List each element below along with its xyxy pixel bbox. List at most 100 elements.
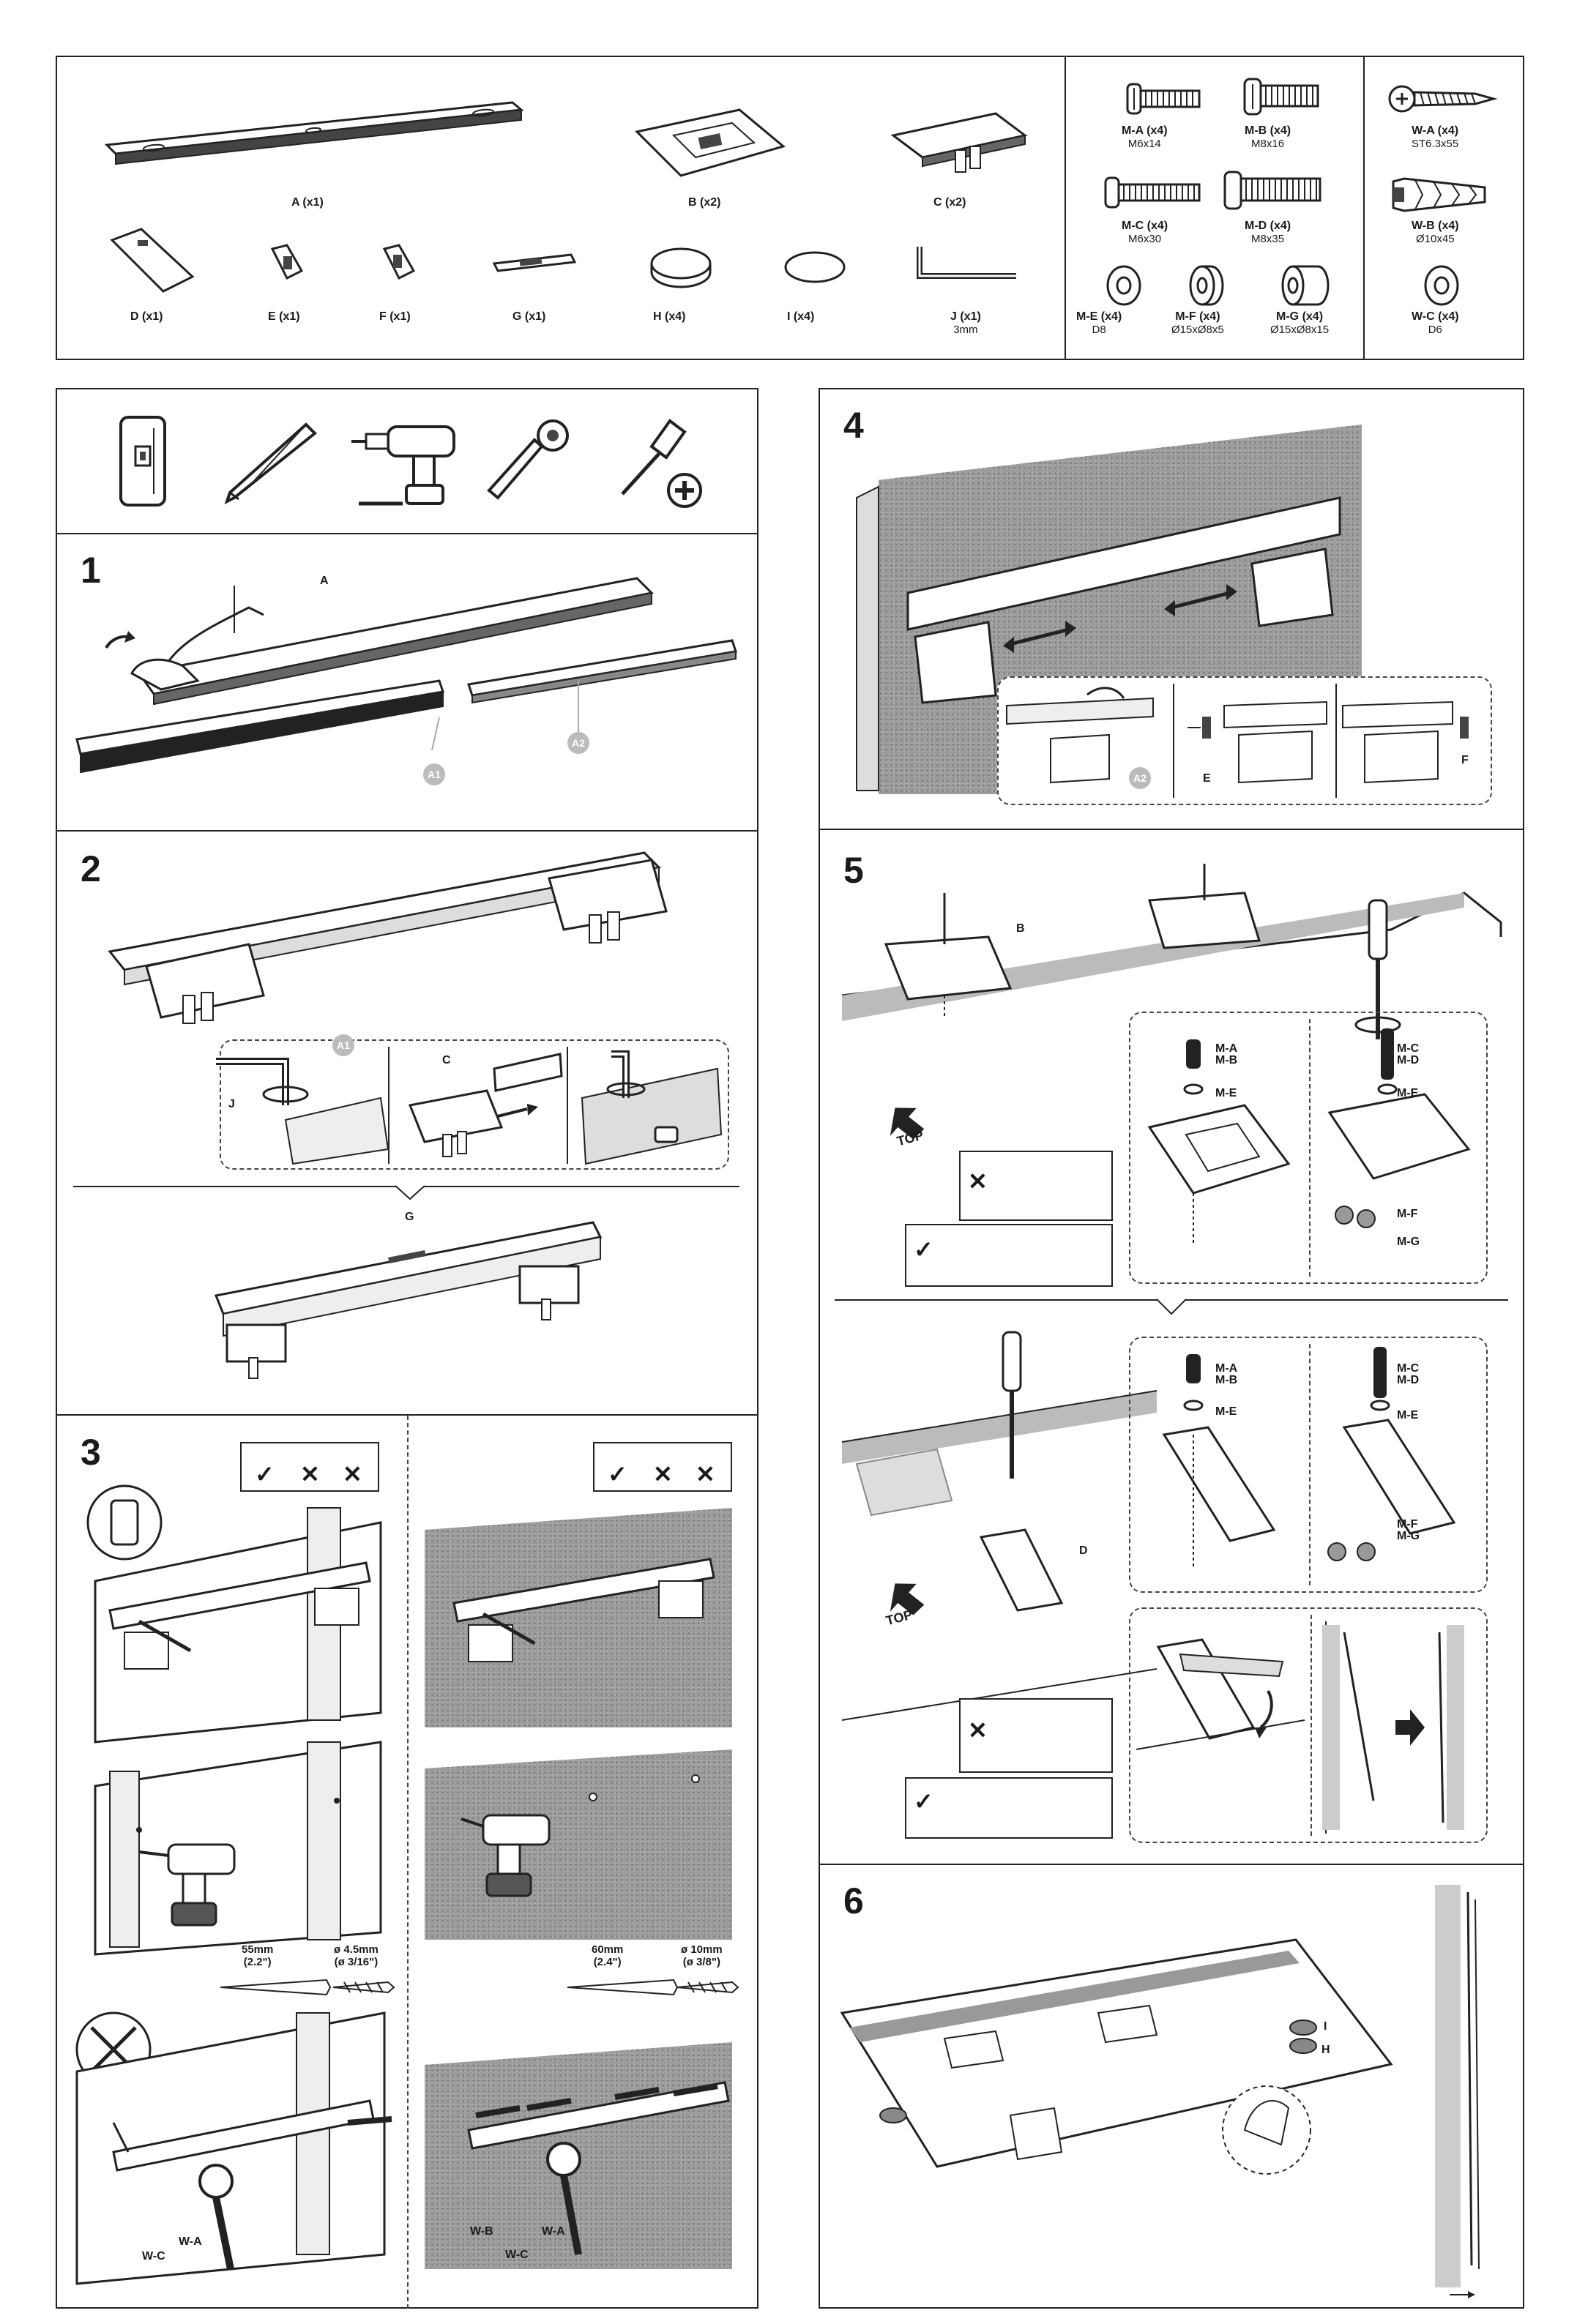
step2-rail-level [214,1221,603,1379]
step5-wrong-box-bottom [959,1698,1113,1773]
step3-concrete-cross-icon-1: ✕ [653,1461,673,1487]
step5-detail-top-left [1147,1039,1291,1244]
wood-screw-wa-label: W-A (x4)ST6.3x55 [1412,124,1459,151]
part-g-level-icon [492,253,577,272]
step6-side-view [1435,1885,1480,2298]
spacer-mf-icon [1189,265,1224,306]
step1-top-divider [56,830,758,832]
spacer-mg-label: M-G (x4)Ø15xØ8x15 [1270,310,1330,337]
screw-ma-label: M-A (x4)M6x14 [1122,124,1168,151]
step3-concrete-label-wa: W-A [542,2225,565,2238]
step1-rail-illustration [75,577,737,774]
part-j-label: J (x1)3mm [950,310,981,337]
step5-tv-back-lower [841,1331,1157,1721]
part-f-clip-icon [382,244,416,280]
spacer-mg-icon [1281,265,1330,306]
drill-icon [351,425,455,506]
washer-wc-label: W-C (x4)D6 [1412,310,1459,337]
step3-concrete-cross-icon-2: ✕ [696,1461,715,1487]
step3-number: 3 [81,1432,101,1473]
step5-detail-box-bottom [1129,1607,1488,1843]
step3-concrete-slot-legend [593,1442,732,1492]
part-c-label: C (x2) [933,196,966,209]
step5-label-ma-mb-mid: M-A M-B [1215,1362,1238,1386]
part-b-plate-icon [634,108,786,177]
part-f-label: F (x1) [379,310,411,323]
step3-column-divider [407,1416,409,2309]
washer-wc-icon [1424,265,1459,306]
step2-arrow-down [395,1185,425,1200]
step2-detail-divider-2 [567,1047,568,1164]
step5-label-d: D [1079,1544,1088,1557]
step2-label-a1: A1 [332,1034,354,1056]
step5-top-arrow-1 [890,1107,925,1140]
part-j-hex-key-icon [917,247,1016,279]
step5-wrong-box-top [959,1151,1113,1221]
step1-label-a: A [320,575,329,587]
part-b-label: B (x2) [688,196,721,209]
step5-label-me-top-right: M-E [1397,1087,1419,1099]
step3-concrete-mark-rail [452,1558,715,1662]
wood-screw-wa-icon [1388,85,1498,113]
step5-label-b: B [1016,922,1025,935]
step4-wall-edge [856,485,879,791]
step4-detail-divider-1 [1173,684,1174,798]
step5-detail-bottom-divider [1311,1615,1312,1836]
tools-divider [56,533,758,534]
step5-right-box-top [905,1224,1113,1287]
step4-label-a2: A2 [1129,767,1151,789]
step5-label-me-mid-left: M-E [1215,1405,1237,1418]
step5-label-me-mid-right: M-E [1397,1409,1419,1421]
step5-label-mc-md-mid: M-C M-D [1397,1362,1420,1386]
step2-tighten-detail [581,1050,723,1165]
step4-clip-f-detail [1342,700,1469,784]
part-e-clip-icon [270,244,304,280]
step1-label-a1: A1 [423,763,445,785]
part-g-label: G (x1) [512,310,546,323]
step5-screwdriver [1354,899,1401,1039]
step3-wood-cross-icon-1: ✕ [300,1461,320,1487]
step3-wood-drill-bit-icon [332,1981,395,1994]
step2-bracket-slide-detail [408,1053,563,1157]
step5-number: 5 [843,850,864,891]
step3-concrete-wall-2 [425,1749,732,1940]
step5-detail-mid-divider [1309,1344,1311,1585]
socket-wrench-icon [487,419,569,500]
part-a-rail-icon [104,101,524,165]
step5-label-ma-mb-top: M-A M-B [1215,1042,1238,1066]
step4-label-e: E [1203,772,1211,785]
spacer-mf-label: M-F (x4)Ø15xØ8x5 [1171,310,1224,337]
step2-label-j: J [228,1098,235,1110]
stud-finder-icon [119,416,166,507]
step2-hex-key-detail [216,1058,389,1165]
washer-me-label: M-E (x4)D8 [1076,310,1122,337]
anchor-wb-label: W-B (x4)Ø10x45 [1412,220,1459,246]
step2-detail-box [220,1039,729,1170]
step5-label-me-top-left: M-E [1215,1087,1237,1099]
part-d-label: D (x1) [130,310,163,323]
anchor-wb-icon [1392,177,1486,212]
step6-label-h: H [1321,2044,1330,2056]
step3-concrete-check-icon: ✓ [608,1461,627,1487]
screw-mb-icon [1243,78,1319,116]
step3-wood-depth: 55mm(2.2") [242,1943,274,1969]
step3-wood-mark-wall [86,1484,382,1744]
step3-wood-cross-icon-2: ✕ [343,1461,362,1487]
screw-mc-icon [1104,176,1201,209]
step5-label-mg-top: M-G [1397,1236,1420,1248]
parts-divider-2 [1363,56,1365,360]
step3-concrete-drill-size: ø 10mm(ø 3/8") [681,1943,723,1969]
step5-detail-box-mid [1129,1337,1488,1593]
step3-concrete-fasten [467,2081,730,2255]
step3-concrete-drill-bit-icon [676,1981,739,1994]
step5-right-icon-top: ✓ [914,1236,933,1263]
step5-top-arrow-2 [890,1583,925,1615]
screw-mc-label: M-C (x4)M6x30 [1122,220,1168,246]
step5-detail-box-top [1129,1012,1488,1284]
step3-wood-check-icon: ✓ [255,1461,275,1487]
step5-detail-mid-left [1162,1354,1276,1566]
step5-wrong-icon-top: ✕ [968,1168,988,1195]
step4-cover-detail [1006,687,1154,784]
part-h-label: H (x4) [653,310,686,323]
step3-concrete-depth: 60mm(2.4") [592,1943,624,1969]
